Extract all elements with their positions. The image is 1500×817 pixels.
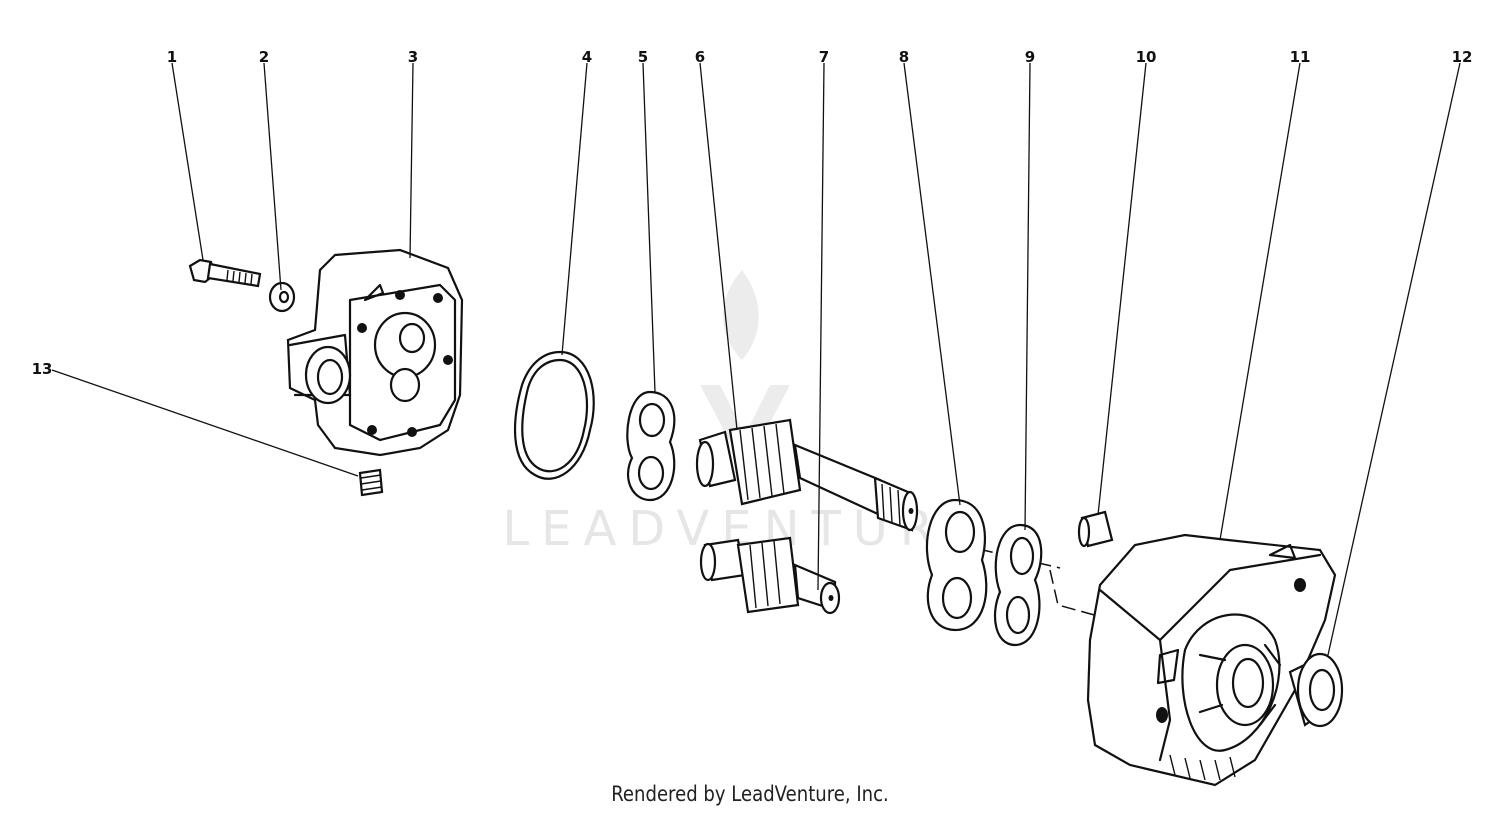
part-2-washer bbox=[268, 281, 296, 313]
callout-12: 12 bbox=[1452, 48, 1473, 66]
part-7-driven-gear bbox=[699, 536, 841, 615]
part-5-gasket bbox=[626, 390, 676, 502]
watermark-logo-icon bbox=[700, 270, 790, 470]
callout-3: 3 bbox=[408, 48, 418, 66]
callout-6: 6 bbox=[695, 48, 705, 66]
part-9-gasket bbox=[993, 523, 1043, 647]
part-6-drive-gear bbox=[695, 418, 919, 532]
part-4-o-ring bbox=[514, 350, 595, 480]
callout-1: 1 bbox=[167, 48, 177, 66]
part-10-dowel-pin bbox=[1077, 510, 1114, 548]
callout-2: 2 bbox=[259, 48, 269, 66]
part-13-plug bbox=[358, 468, 384, 497]
callout-11: 11 bbox=[1290, 48, 1311, 66]
callout-9: 9 bbox=[1025, 48, 1035, 66]
callout-5: 5 bbox=[638, 48, 648, 66]
callout-8: 8 bbox=[899, 48, 909, 66]
callout-13: 13 bbox=[32, 360, 53, 378]
part-3-end-cover bbox=[286, 248, 464, 457]
credit-text: Rendered by LeadVenture, Inc. bbox=[611, 782, 889, 806]
part-8-wear-plate bbox=[925, 498, 988, 632]
leader-lines bbox=[51, 62, 1461, 656]
part-11-housing bbox=[1086, 533, 1337, 787]
callout-7: 7 bbox=[819, 48, 829, 66]
part-1-bolt bbox=[188, 258, 262, 288]
callout-labels: 1 2 3 4 5 6 7 8 9 10 11 12 13 bbox=[32, 48, 1473, 378]
callout-4: 4 bbox=[582, 48, 592, 66]
callout-10: 10 bbox=[1136, 48, 1157, 66]
part-12-shaft-seal bbox=[1288, 652, 1344, 728]
